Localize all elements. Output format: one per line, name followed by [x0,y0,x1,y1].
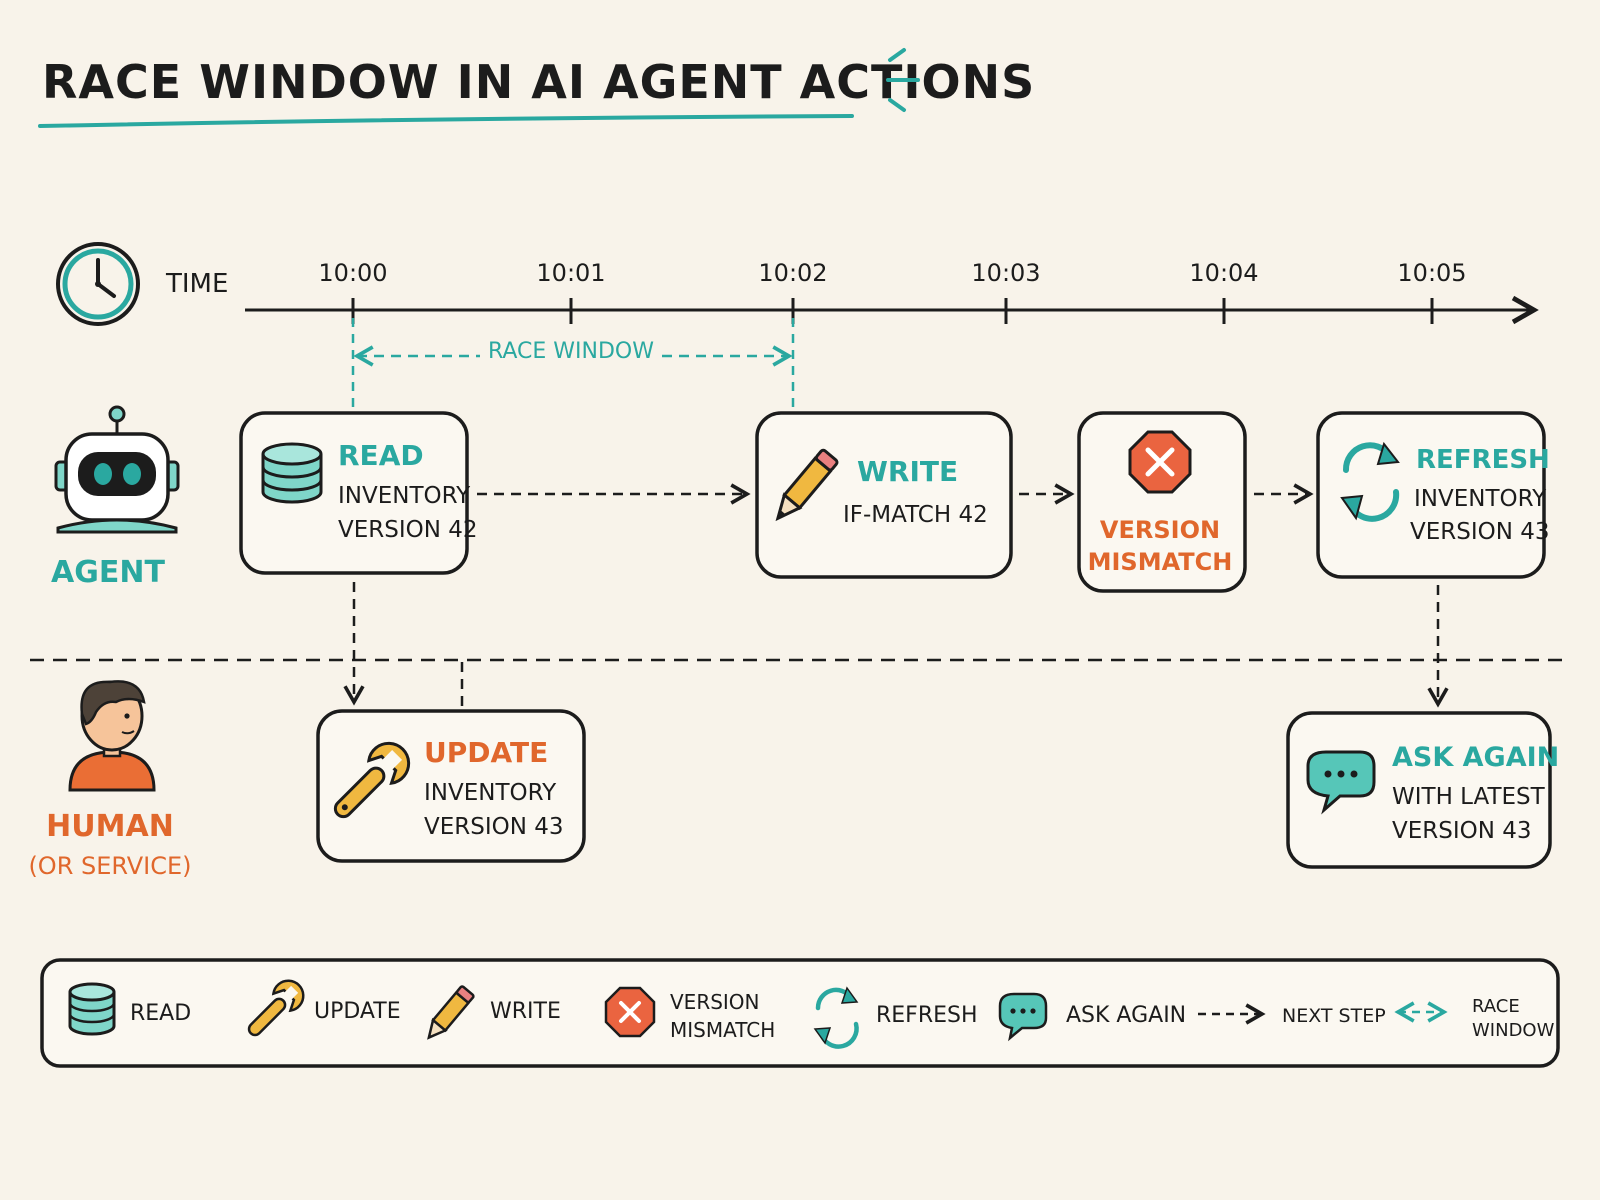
write-line-1: IF-MATCH 42 [843,502,988,528]
read-line-2: VERSION 42 [338,517,478,543]
ask-line-2: VERSION 43 [1392,818,1532,844]
refresh-line-1: INVENTORY [1414,486,1547,512]
mismatch-line-2: MISMATCH [1088,548,1233,576]
legend-next-step-label: NEXT STEP [1282,1005,1386,1027]
read-title: READ [338,439,424,472]
title-accent-marks [886,48,920,112]
legend-race-label-2: WINDOW [1472,1020,1555,1041]
agent-lane-label: AGENT [51,555,165,590]
legend-refresh-icon [813,986,859,1049]
legend-read-label: READ [130,1001,191,1026]
clock-icon [56,242,140,326]
title-underline [38,114,854,128]
database-icon [261,442,323,504]
ask-line-1: WITH LATEST [1392,784,1546,810]
human-lane-sublabel: (OR SERVICE) [28,852,191,880]
legend-write-label: WRITE [490,999,561,1024]
read-line-1: INVENTORY [338,483,471,509]
step-ask-box: ASK AGAIN WITH LATEST VERSION 43 [1286,711,1559,869]
race-window-label: RACE WINDOW [488,339,654,364]
ask-title: ASK AGAIN [1392,742,1559,773]
legend-pencil-icon [427,985,475,1040]
step-write-box: WRITE IF-MATCH 42 [755,411,1013,579]
legend-update-label: UPDATE [314,999,401,1024]
person-icon [68,680,156,792]
human-lane-label: HUMAN [46,809,174,844]
step-update-box: UPDATE INVENTORY VERSION 43 [316,709,586,863]
refresh-icon [1340,441,1400,522]
timeline-tick-labels: 10:00 10:01 10:02 10:03 10:04 10:05 [318,259,1466,287]
step-mismatch-box: VERSION MISMATCH [1077,411,1247,593]
legend-chat-bubble-icon [998,992,1048,1042]
robot-icon [54,405,180,534]
legend-database-icon [68,982,116,1036]
race-window-marker: RACE WINDOW [351,318,795,408]
chat-bubble-icon [1306,750,1376,815]
tick-label-1002: 10:02 [758,259,827,287]
tick-label-1005: 10:05 [1397,259,1466,287]
legend-mismatch-label-1: VERSION [670,990,760,1014]
legend-mismatch-label-2: MISMATCH [670,1018,775,1042]
time-axis-label: TIME [165,269,228,299]
flow-arrows [343,483,1449,708]
legend-ask-label: ASK AGAIN [1066,1003,1186,1028]
tick-label-1004: 10:04 [1189,259,1258,287]
step-read-box: READ INVENTORY VERSION 42 [239,411,478,575]
step-refresh-box: REFRESH INVENTORY VERSION 43 [1316,411,1550,579]
update-line-2: VERSION 43 [424,814,564,840]
legend-stop-x-icon [604,986,656,1038]
legend: READ UPDATE WRITE VERSION MISMATCH REFRE… [40,958,1560,1068]
mismatch-line-1: VERSION [1100,516,1220,544]
legend-refresh-label: REFRESH [876,1003,978,1028]
update-title: UPDATE [424,736,548,769]
stop-x-icon [1128,430,1192,494]
refresh-line-2: VERSION 43 [1410,519,1550,545]
refresh-title: REFRESH [1416,445,1550,475]
diagram-title: RACE WINDOW IN AI AGENT ACTIONS [42,55,1035,109]
tick-label-1000: 10:00 [318,259,387,287]
tick-label-1001: 10:01 [536,259,605,287]
tick-label-1003: 10:03 [971,259,1040,287]
wrench-icon [333,741,411,819]
write-title: WRITE [857,455,958,488]
legend-race-label-1: RACE [1472,996,1520,1017]
legend-wrench-icon [247,979,305,1037]
pencil-icon [775,448,839,522]
update-line-1: INVENTORY [424,780,557,806]
